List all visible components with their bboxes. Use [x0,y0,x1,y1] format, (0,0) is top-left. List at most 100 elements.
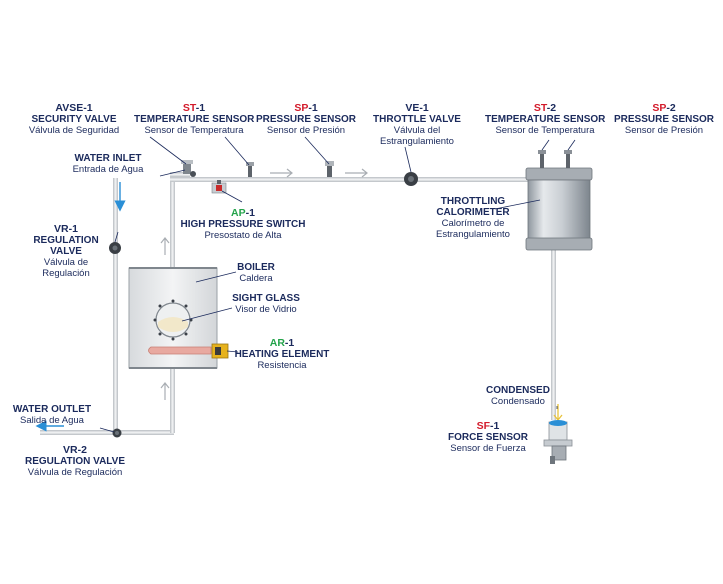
sf1-suffix: -1 [490,420,500,432]
avse1-name-es: Válvula de Seguridad [28,125,120,136]
sf1-name-es: Sensor de Fuerza [450,443,526,454]
condensate-pipe [551,248,556,420]
steam-riser-pipe [170,180,175,270]
avse1-label: AVSE-1 SECURITY VALVE Válvula de Segurid… [14,102,134,137]
bottom-pipe [40,430,174,435]
line-instruments [109,160,418,438]
sf1-name: FORCE SENSOR [447,432,528,443]
st1-label: ST-1 TEMPERATURE SENSOR Sensor de Temper… [134,102,255,137]
st2-label: ST-2 TEMPERATURE SENSOR Sensor de Temper… [485,102,606,137]
boiler [128,267,229,369]
steam-line-pipe [170,177,528,182]
security-valve [181,160,196,177]
ve1-name-es-1: Válvula del [393,125,441,136]
regulation-valve-vr1 [109,242,121,254]
water-inlet-name-es: Entrada de Agua [72,164,144,175]
water-outlet-name-es: Salida de Agua [20,415,84,426]
ar1-label: AR-1 HEATING ELEMENT Resistencia [232,337,332,372]
st1-sensor [246,162,254,177]
heating-element [148,343,229,359]
water-inlet-name: WATER INLET [74,153,142,164]
sp1-name-es: Sensor de Presión [266,125,346,136]
piping [40,172,556,435]
sp1-prefix: SP [294,102,309,114]
ve1-name: THROTTLE VALVE [373,114,461,125]
st2-suffix: -2 [546,102,557,114]
ar1-name-es: Resistencia [257,360,307,371]
vr2-name-es: Válvula de Regulación [27,467,123,478]
sp2-label: SP-2 PRESSURE SENSOR Sensor de Presión [612,102,716,137]
ve1-code: VE-1 [405,102,429,114]
ap1-prefix: AP [231,207,246,219]
st1-suffix: -1 [195,102,206,114]
st1-prefix: ST [182,102,196,114]
boiler-label: BOILER Caldera [226,262,286,284]
force-sensor [543,420,573,464]
sp2-name: PRESSURE SENSOR [613,114,715,125]
vr1-name-es-1: Válvula de [43,257,89,268]
flow-arrow-right-1 [270,168,293,178]
ar1-name: HEATING ELEMENT [234,349,330,360]
flow-arrows [160,168,368,400]
water-outlet-label: WATER OUTLET Salida de Agua [6,404,98,426]
calorimeter-name-1: THROTTLING [440,196,506,207]
vr1-name-es-2: Regulación [42,268,90,279]
ar1-prefix: AR [269,337,285,349]
ap1-name-es: Presostato de Alta [204,230,282,241]
throttle-valve [404,172,418,186]
avse1-name: SECURITY VALVE [31,114,117,125]
throttling-calorimeter [525,150,593,251]
vr2-name: REGULATION VALVE [25,456,125,467]
calorimeter-name-es-1: Calorímetro de [441,218,505,229]
boiler-feed-pipe [170,368,175,433]
flow-arrow-up-1 [160,237,170,255]
vr2-label: VR-2 REGULATION VALVE Válvula de Regulac… [10,444,140,479]
regulation-valve-vr2 [112,428,122,438]
st1-name: TEMPERATURE SENSOR [134,114,255,125]
vr1-code: VR-1 [54,223,78,235]
sight-glass [153,299,193,341]
leader-lines [99,136,576,433]
ve1-label: VE-1 THROTTLE VALVE Válvula del Estrangu… [362,102,472,148]
calorimeter-name-2: CALORIMETER [436,207,510,218]
water-outlet-name: WATER OUTLET [12,404,92,415]
sp1-name: PRESSURE SENSOR [256,114,357,125]
ve1-name-es-2: Estrangulamiento [380,136,454,147]
condensed-label: CONDENSED Condensado [478,385,558,407]
sp1-label: SP-1 PRESSURE SENSOR Sensor de Presión [256,102,357,137]
flow-arrow-up-2 [160,382,170,400]
boiler-name: BOILER [237,262,275,273]
vr2-code: VR-2 [63,444,87,456]
high-pressure-switch [211,180,227,194]
condensed-name: CONDENSED [486,385,550,396]
st2-name: TEMPERATURE SENSOR [485,114,606,125]
sp2-suffix: -2 [666,102,676,114]
vr1-label: VR-1 REGULATION VALVE Válvula de Regulac… [28,223,104,280]
sp2-name-es: Sensor de Presión [624,125,704,136]
water-inlet-label: WATER INLET Entrada de Agua [58,153,158,175]
avse1-code: AVSE-1 [55,102,93,114]
inlet-pipe [113,178,118,432]
condensed-name-es: Condensado [491,396,545,407]
sight-glass-name: SIGHT GLASS [232,293,300,304]
sight-glass-name-es: Visor de Vidrio [235,304,297,315]
vr1-name-2: VALVE [50,246,82,257]
boiler-name-es: Caldera [239,273,273,284]
sf1-label: SF-1 FORCE SENSOR Sensor de Fuerza [438,420,538,455]
st2-sensor [540,152,544,168]
calorimeter-name-es-2: Estrangulamiento [436,229,510,240]
vr1-name-1: REGULATION [33,235,99,246]
sf1-prefix: SF [476,420,491,432]
ap1-suffix: -1 [245,207,255,219]
st1-name-es: Sensor de Temperatura [144,125,244,136]
st2-prefix: ST [533,102,547,114]
st2-name-es: Sensor de Temperatura [495,125,595,136]
ap1-label: AP-1 HIGH PRESSURE SWITCH Presostato de … [178,207,308,242]
sp2-prefix: SP [652,102,667,114]
flow-arrow-right-2 [345,168,368,178]
ap1-name: HIGH PRESSURE SWITCH [180,219,306,230]
calorimeter-label: THROTTLING CALORIMETER Calorímetro de Es… [418,196,528,240]
ar1-suffix: -1 [284,337,295,349]
security-branch-pipe [170,172,190,177]
